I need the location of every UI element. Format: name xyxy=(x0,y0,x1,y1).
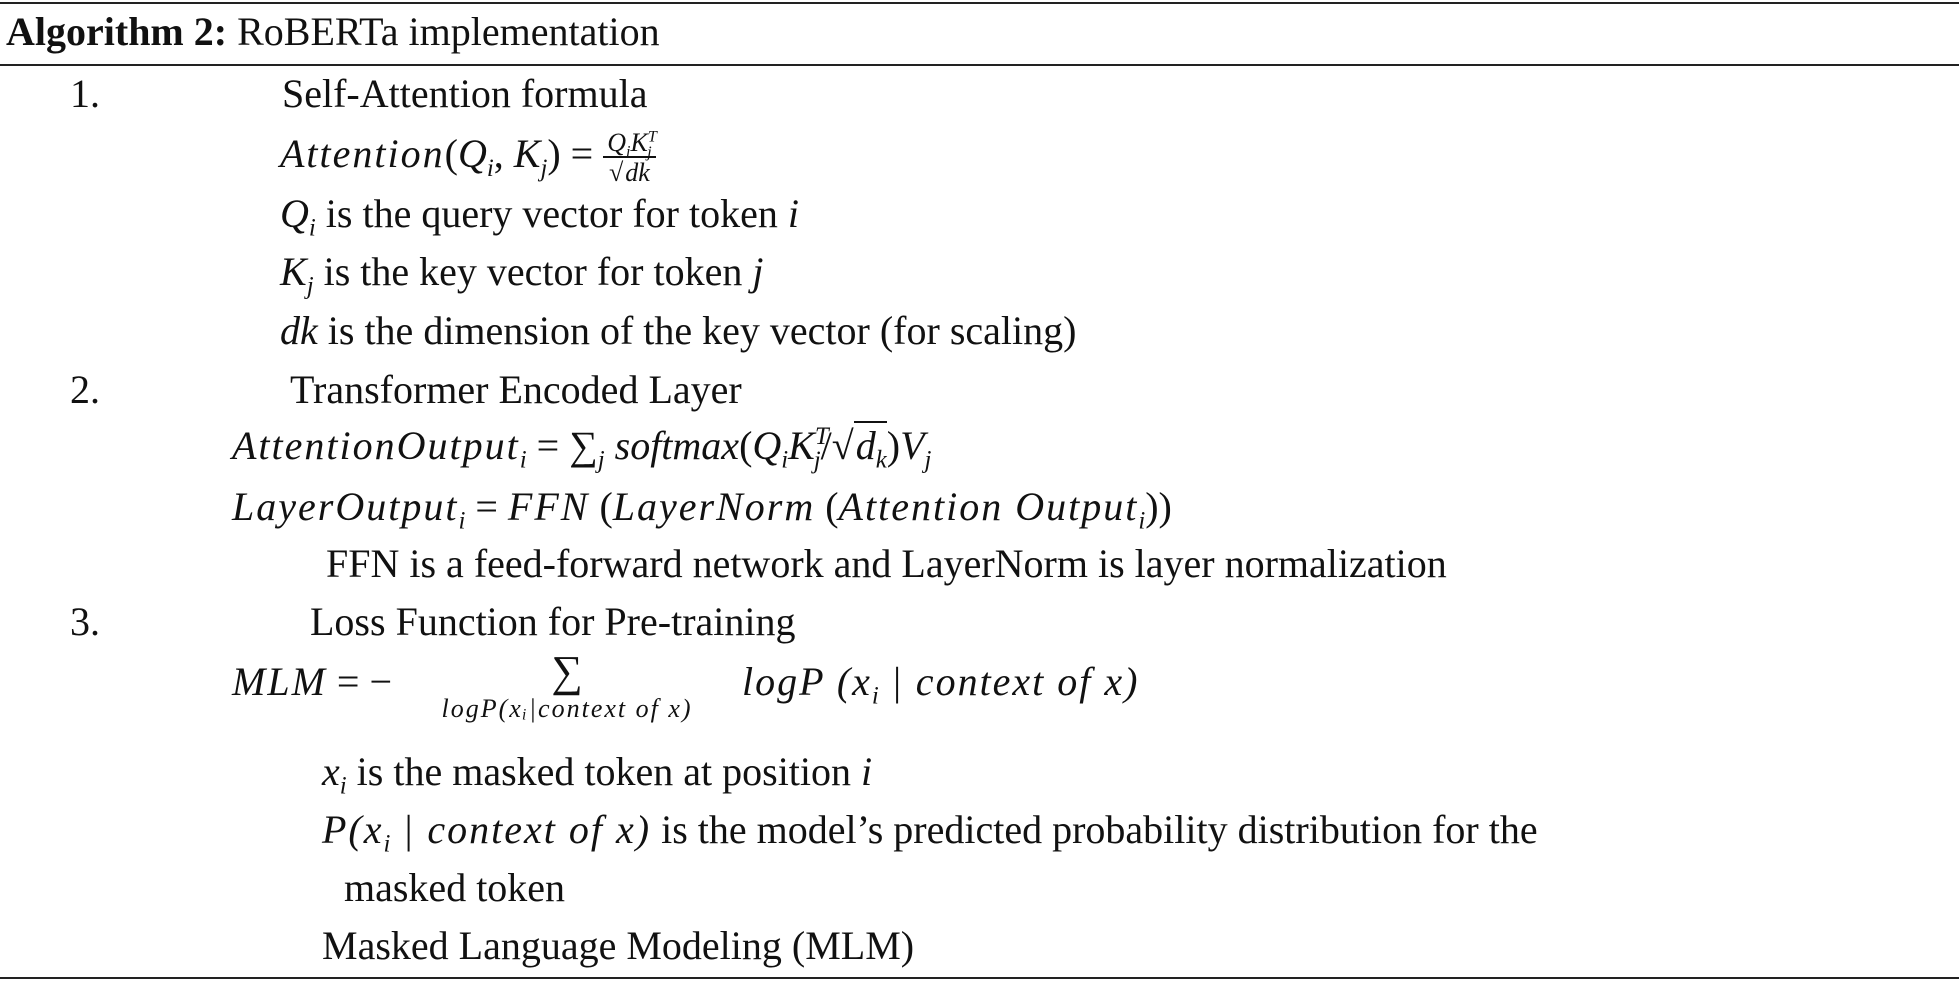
def-probability: P(xi | context of x) is the model’s pred… xyxy=(322,807,1538,858)
sum-operator: ∑ logP(xᵢ|context of x) xyxy=(441,647,693,724)
algorithm-label: Algorithm 2: xyxy=(6,9,228,54)
step-1-heading: Self-Attention formula xyxy=(282,71,648,116)
step-3-heading: Loss Function for Pre-training xyxy=(310,599,796,644)
layer-output-formula: LayerOutputi = FFN (LayerNorm (Attention… xyxy=(232,484,1172,535)
attention-fraction: QiKTj √dk xyxy=(603,129,657,187)
algorithm-caption: Algorithm 2: RoBERTa implementation xyxy=(6,8,660,56)
ffn-note: FFN is a feed-forward network and LayerN… xyxy=(326,541,1447,586)
def-probability-cont: masked token xyxy=(344,865,566,910)
step-3-number: 3. xyxy=(70,599,100,644)
caption-rule xyxy=(0,64,1959,66)
top-rule xyxy=(0,2,1959,4)
step-1-number: 1. xyxy=(70,71,100,116)
def-query-vector: Qi is the query vector for token i xyxy=(280,191,799,242)
attention-formula: Attention(Qi, Kj) = QiKTj √dk xyxy=(280,128,657,187)
step-2-heading: Transformer Encoded Layer xyxy=(290,367,742,412)
def-key-vector: Kj is the key vector for token j xyxy=(280,249,764,300)
algorithm-title: RoBERTa implementation xyxy=(237,9,660,54)
step-2-number: 2. xyxy=(70,367,100,412)
bottom-rule xyxy=(0,977,1959,979)
def-masked-token: xi is the masked token at position i xyxy=(322,749,873,800)
def-key-dimension: dk is the dimension of the key vector (f… xyxy=(280,308,1077,353)
mlm-formula: MLM = − ∑ logP(xᵢ|context of x) logP (xi… xyxy=(232,647,1140,724)
mlm-note: Masked Language Modeling (MLM) xyxy=(322,923,915,968)
attention-output-formula: AttentionOutputi = ∑j softmax(QiKTj/√dk)… xyxy=(232,421,932,474)
